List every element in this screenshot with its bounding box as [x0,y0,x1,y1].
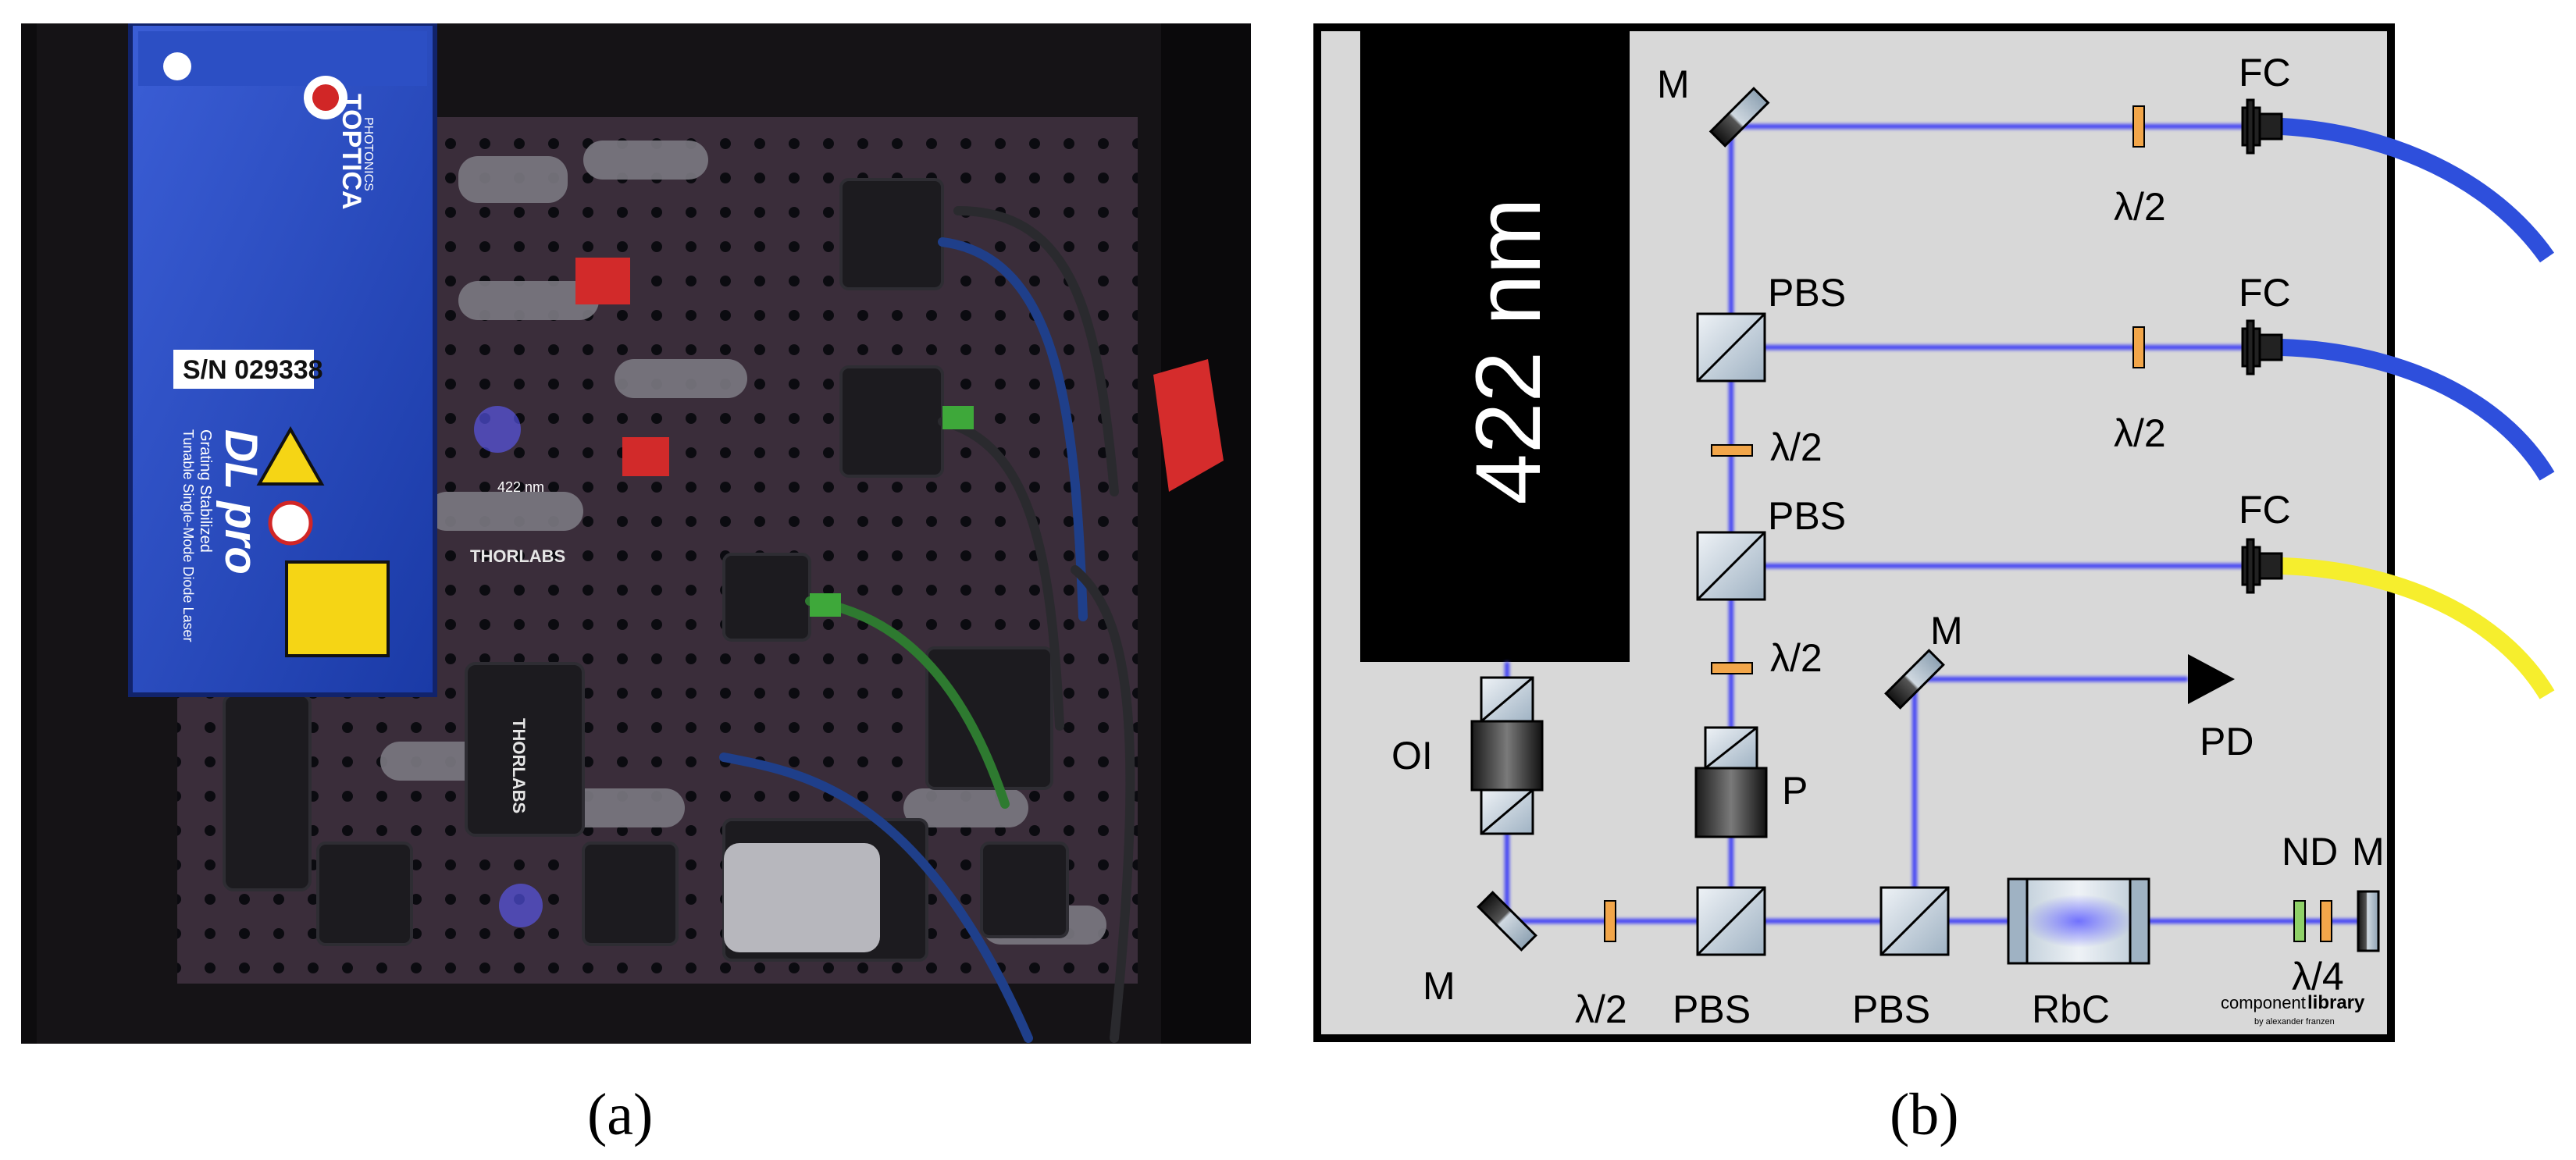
laser-model-sub-1: Grating Stabilized [197,429,214,553]
laser-brand: TOPTICA [337,94,366,210]
credit-line-1: component [2221,993,2306,1012]
label-hwp-above-p: λ/2 [1770,636,1822,680]
mirror-end [2357,890,2380,952]
label-qwp: λ/4 [2292,955,2344,998]
label-pbs-bottom-2: PBS [1852,987,1930,1031]
schematic-panel: 422 nm [1313,23,2566,1044]
label-mirror-end: M [2352,830,2385,874]
fiber-coupler-1 [2241,98,2283,155]
laser-wavelength-label: 422 nm [1457,197,1560,505]
optical-isolator [1470,676,1544,835]
pbs-bottom-2 [1879,886,1950,956]
component-library-credit: component library by alexander franzen [2221,992,2365,1027]
caption-a: (a) [587,1082,654,1148]
optical-schematic: 422 nm [1313,23,2555,1042]
laser-serial: S/N 029338 [183,355,323,385]
mirror-top [1708,87,1770,148]
label-pbs-1: PBS [1768,271,1846,315]
caption-b: (b) [1890,1082,1959,1148]
label-nd: ND [2282,830,2338,874]
thorlabs-label-1: THORLABS [470,546,565,566]
mirror-bottom-left [1477,891,1537,952]
label-rb-cell: RbC [2032,987,2110,1031]
label-mirror-pd: M [1930,609,1963,653]
label-hwp-fc2: λ/2 [2114,411,2166,455]
half-wave-plate-between-pbs [1711,444,1753,457]
mirror-pd [1884,649,1945,710]
label-mirror-bottom-left: M [1423,964,1455,1008]
label-hwp-bottom: λ/2 [1575,987,1627,1031]
photo-panel: TOPTICA PHOTONICS S/N 029338 DL pro Grat… [21,21,1251,1044]
neutral-density-filter [2293,900,2306,942]
credit-line-3: by alexander franzen [2254,1017,2335,1027]
half-wave-plate-above-p [1711,662,1753,674]
photodiode [2188,654,2235,704]
label-polarizer: P [1782,769,1808,813]
photo-illustration: TOPTICA PHOTONICS S/N 029338 DL pro Grat… [21,21,1251,1044]
credit-line-2: library [2307,992,2365,1013]
label-fc-3: FC [2239,488,2291,532]
label-pbs-2: PBS [1768,494,1846,538]
quarter-wave-plate [2320,900,2332,942]
half-wave-plate-fc2 [2132,326,2145,368]
label-hwp-fc1: λ/2 [2114,185,2166,229]
fiber-coupler-2 [2241,319,2283,375]
polarizer [1694,726,1768,838]
laser-model-sub-2: Tunable Single-Mode Diode Laser [180,429,196,642]
pbs-2 [1696,531,1766,601]
laser-model: DL pro [216,429,266,575]
half-wave-plate-fc1 [2132,105,2145,148]
label-mirror-top: M [1657,62,1690,106]
laser-brand-sub: PHOTONICS [362,117,375,191]
label-isolator: OI [1391,734,1433,777]
label-fc-2: FC [2239,271,2291,315]
label-hwp-between-pbs: λ/2 [1770,425,1822,469]
pbs-1 [1696,312,1766,383]
pbs-bottom-1 [1696,886,1766,956]
lens-label: 422 nm [497,479,544,495]
laser-head [128,21,437,697]
half-wave-plate-bottom [1604,900,1616,942]
label-pd: PD [2200,720,2254,763]
rb-cell [2007,877,2150,965]
laser-box [1360,31,1630,662]
fiber-coupler-3 [2241,538,2283,594]
fiber-cables [2281,118,2555,699]
label-fc-1: FC [2239,51,2291,94]
thorlabs-label-2: THORLABS [509,718,529,813]
label-pbs-bottom-1: PBS [1673,987,1751,1031]
